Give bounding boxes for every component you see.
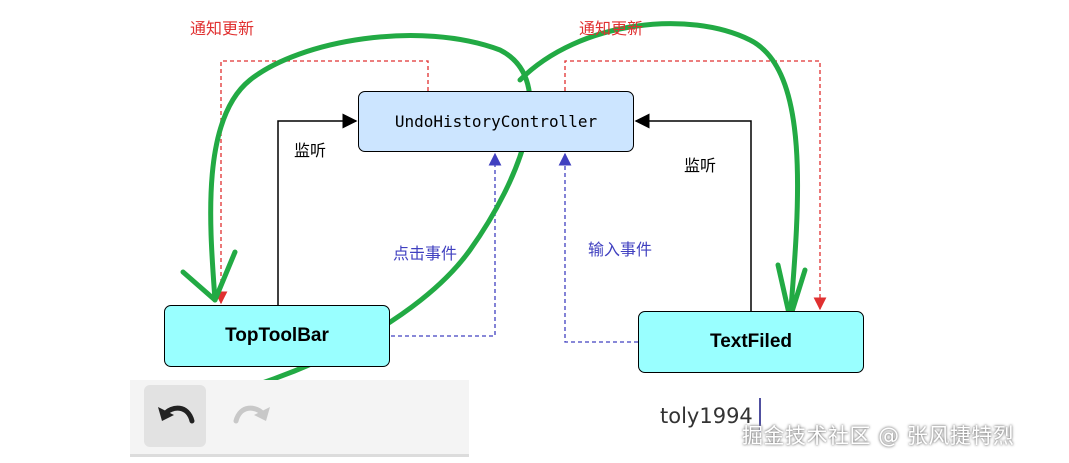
listen-arrow-left — [277, 113, 358, 305]
listen-label-right: 监听 — [684, 156, 717, 175]
notify-label-right: 通知更新 — [579, 19, 644, 38]
text-field-node: TextFiled — [638, 311, 864, 373]
toolbar-preview — [130, 380, 469, 457]
text-caret — [759, 398, 761, 432]
top-toolbar-node: TopToolBar — [164, 305, 390, 367]
watermark: 掘金技术社区 @ 张风捷特烈 — [742, 424, 1015, 448]
undo-button[interactable] — [144, 385, 206, 447]
click-event-label: 点击事件 — [393, 244, 458, 263]
input-event-label: 输入事件 — [588, 240, 653, 259]
notify-arrow-left — [214, 60, 429, 305]
undo-arrow-icon — [158, 405, 195, 424]
text-field-value[interactable]: toly1994 — [660, 404, 753, 428]
redo-button[interactable] — [222, 385, 284, 447]
notify-label-left: 通知更新 — [190, 19, 255, 38]
redo-arrow-icon — [233, 405, 270, 424]
listen-label-left: 监听 — [294, 141, 327, 160]
listen-arrow-right — [634, 113, 752, 311]
undo-history-controller-node: UndoHistoryController — [358, 91, 634, 152]
notify-arrow-right — [564, 60, 827, 311]
input-event-arrow — [558, 152, 638, 343]
green-annotation-left-head — [180, 249, 238, 303]
green-annotation-right — [517, 21, 801, 323]
text-field-preview[interactable]: toly1994 — [640, 380, 945, 457]
